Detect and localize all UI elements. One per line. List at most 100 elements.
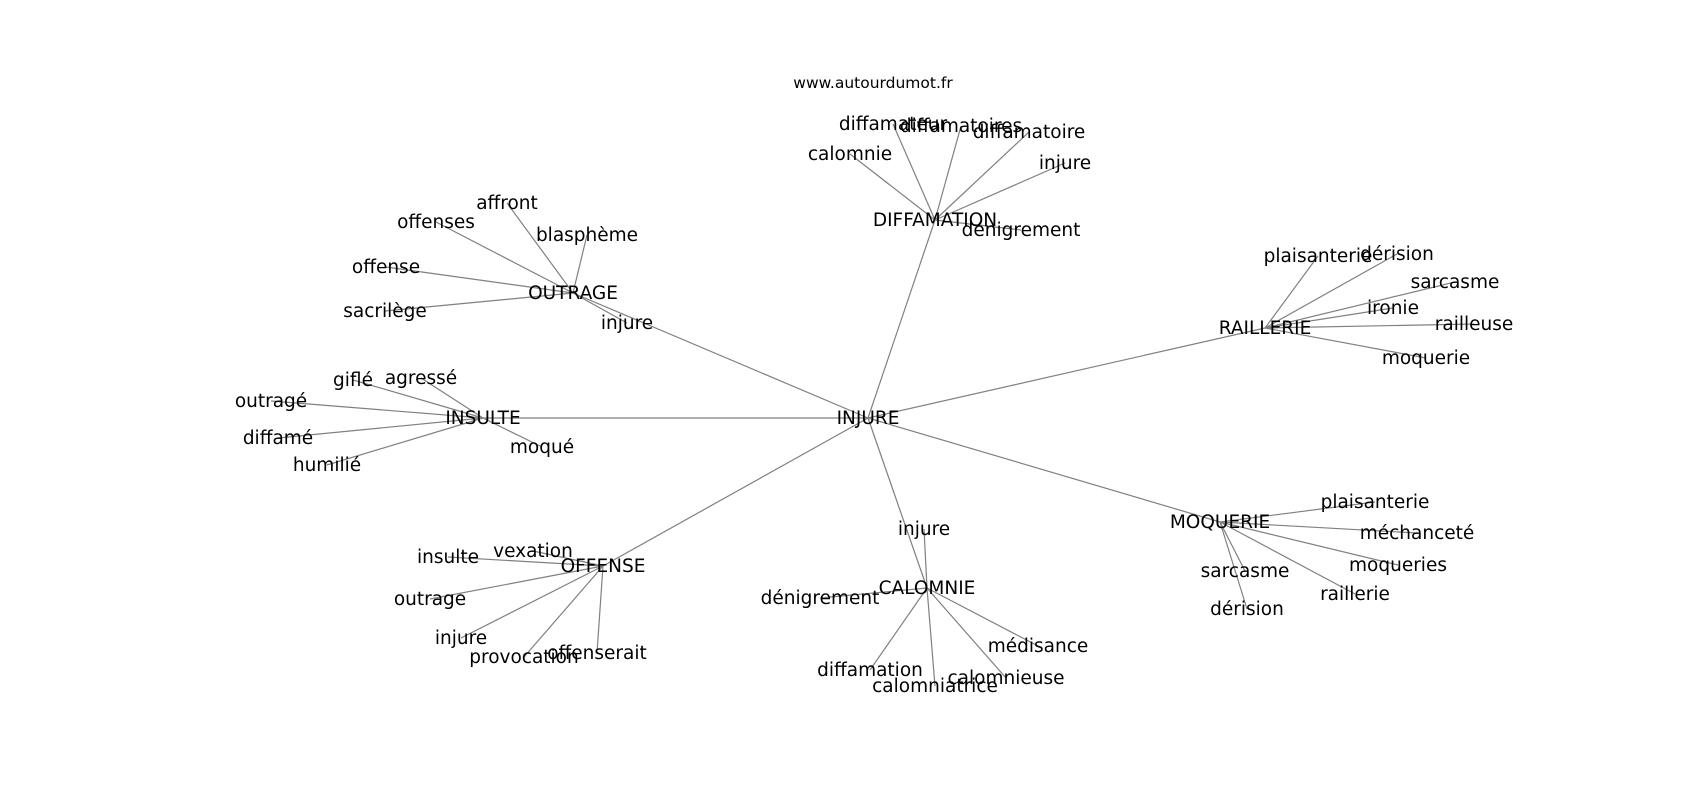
word-node: outrage — [394, 589, 466, 610]
hub-node: OFFENSE — [561, 556, 646, 577]
hub-node: DIFFAMATION — [873, 210, 997, 231]
hub-node: RAILLERIE — [1219, 318, 1312, 339]
edge-center-to-hub — [867, 417, 928, 589]
word-node: diffamatoire — [973, 122, 1086, 143]
word-node: offenserait — [547, 643, 647, 664]
word-node: outragé — [235, 391, 307, 412]
edge-hub-to-word — [429, 565, 604, 600]
word-node: raillerie — [1320, 584, 1390, 605]
word-node: humilié — [293, 455, 361, 476]
edge-hub-to-word — [270, 400, 484, 419]
edge-hub-to-word — [1264, 323, 1475, 329]
word-node: médisance — [988, 636, 1089, 657]
word-node: blasphème — [536, 225, 638, 246]
hub-node: OUTRAGE — [528, 283, 618, 304]
word-node: moqué — [510, 437, 574, 458]
word-node: ironie — [1367, 298, 1419, 319]
word-node: diffamatoires — [900, 116, 1022, 137]
word-node: agressé — [385, 368, 457, 389]
word-node: diffamé — [243, 428, 313, 449]
hub-node: MOQUERIE — [1170, 512, 1270, 533]
edge-hub-to-word — [1219, 521, 1399, 566]
word-node: insulte — [417, 547, 479, 568]
edge-hub-to-word — [926, 587, 936, 687]
word-node: offenses — [397, 212, 475, 233]
word-node: sarcasme — [1411, 272, 1500, 293]
edge-center-to-hub — [867, 417, 1221, 523]
word-node: railleuse — [1435, 314, 1514, 335]
edge-hub-to-word — [447, 556, 604, 567]
hub-node: CALOMNIE — [879, 578, 976, 599]
graph-edges — [270, 123, 1475, 687]
word-node: sarcasme — [1201, 561, 1290, 582]
edge-hub-to-word — [1264, 253, 1398, 329]
word-node: vexation — [493, 541, 573, 562]
site-url: www.autourdumot.fr — [793, 74, 953, 92]
word-node: dérision — [1210, 599, 1284, 620]
edge-hub-to-word — [1264, 327, 1427, 359]
edge-hub-to-word — [506, 202, 574, 294]
edge-hub-to-word — [352, 379, 484, 419]
word-node: sacrilège — [343, 301, 427, 322]
edge-hub-to-word — [934, 125, 962, 221]
word-node: calomnieuse — [948, 668, 1065, 689]
word-node: moquerie — [1382, 348, 1470, 369]
word-node: diffamation — [817, 660, 923, 681]
word-node: dénigrement — [761, 588, 880, 609]
word-node: dénigrement — [962, 220, 1081, 241]
edge-center-to-hub — [602, 417, 869, 567]
edge-center-to-hub — [867, 219, 936, 419]
edge-hub-to-word — [926, 587, 1007, 679]
word-node: plaisanterie — [1264, 246, 1373, 267]
word-node: offense — [352, 257, 420, 278]
word-node: injure — [898, 519, 950, 540]
edge-hub-to-word — [385, 266, 574, 294]
word-node: calomnie — [808, 144, 892, 165]
edge-hub-to-word — [934, 131, 1030, 221]
edge-hub-to-word — [532, 550, 604, 567]
edge-hub-to-word — [819, 587, 928, 599]
word-node: injure — [1039, 153, 1091, 174]
center-node: INJURE — [837, 408, 900, 429]
word-node: diffamateur — [839, 114, 948, 135]
edge-hub-to-word — [523, 565, 604, 658]
graph-labels: www.autourdumot.fr diffamateurdiffamatoi… — [235, 74, 1513, 697]
hub-node: INSULTE — [445, 408, 520, 429]
edge-hub-to-word — [596, 565, 604, 654]
word-node: moqueries — [1349, 555, 1447, 576]
edge-center-to-hub — [867, 327, 1266, 419]
edge-hub-to-word — [572, 292, 628, 324]
word-node: provocation — [469, 647, 578, 668]
edge-hub-to-word — [460, 565, 604, 639]
edge-hub-to-word — [892, 123, 936, 221]
edge-hub-to-word — [923, 528, 928, 589]
word-node: affront — [476, 193, 538, 214]
edge-hub-to-word — [1264, 255, 1319, 329]
edge-hub-to-word — [1264, 307, 1394, 329]
word-node: méchanceté — [1360, 523, 1475, 544]
edge-hub-to-word — [1219, 521, 1246, 572]
word-node: giflé — [333, 370, 373, 391]
edge-hub-to-word — [849, 153, 936, 221]
edge-hub-to-word — [435, 221, 574, 294]
edge-center-to-hub — [572, 292, 869, 419]
edge-hub-to-word — [869, 587, 928, 671]
word-node: dérision — [1360, 244, 1434, 265]
word-node: injure — [601, 313, 653, 334]
edge-hub-to-word — [384, 292, 574, 312]
edge-hub-to-word — [926, 587, 1039, 647]
edge-hub-to-word — [326, 417, 484, 466]
edge-hub-to-word — [934, 219, 1022, 231]
edge-hub-to-word — [572, 234, 588, 294]
word-node: injure — [435, 628, 487, 649]
edge-hub-to-word — [277, 417, 484, 439]
edge-hub-to-word — [1219, 521, 1418, 534]
word-node: plaisanterie — [1321, 492, 1430, 513]
edge-hub-to-word — [934, 162, 1066, 221]
edge-hub-to-word — [420, 377, 484, 419]
edge-hub-to-word — [1264, 281, 1456, 329]
edge-hub-to-word — [1219, 521, 1356, 595]
word-node: calomniatrice — [872, 676, 998, 697]
edge-hub-to-word — [482, 417, 543, 448]
